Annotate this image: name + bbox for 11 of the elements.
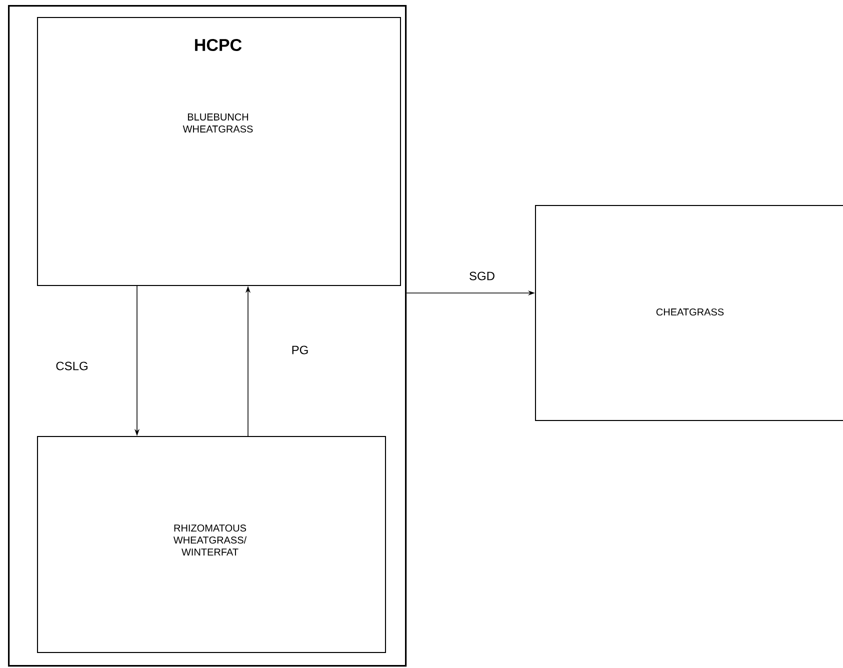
state-box <box>37 436 386 653</box>
edge-label: CSLG <box>54 360 90 372</box>
box-text: BLUEBUNCH WHEATGRASS <box>182 113 253 133</box>
box-text: RHIZOMATOUS WHEATGRASS/ WINTERFAT <box>173 524 247 556</box>
outer-box <box>8 5 407 667</box>
box-heading: HCPC <box>195 38 242 52</box>
box-text: CHEATGRASS <box>656 308 724 316</box>
state-box <box>37 17 401 286</box>
edge-label: PG <box>290 344 310 356</box>
state-box <box>535 205 843 421</box>
edge-label: SGD <box>468 270 496 282</box>
